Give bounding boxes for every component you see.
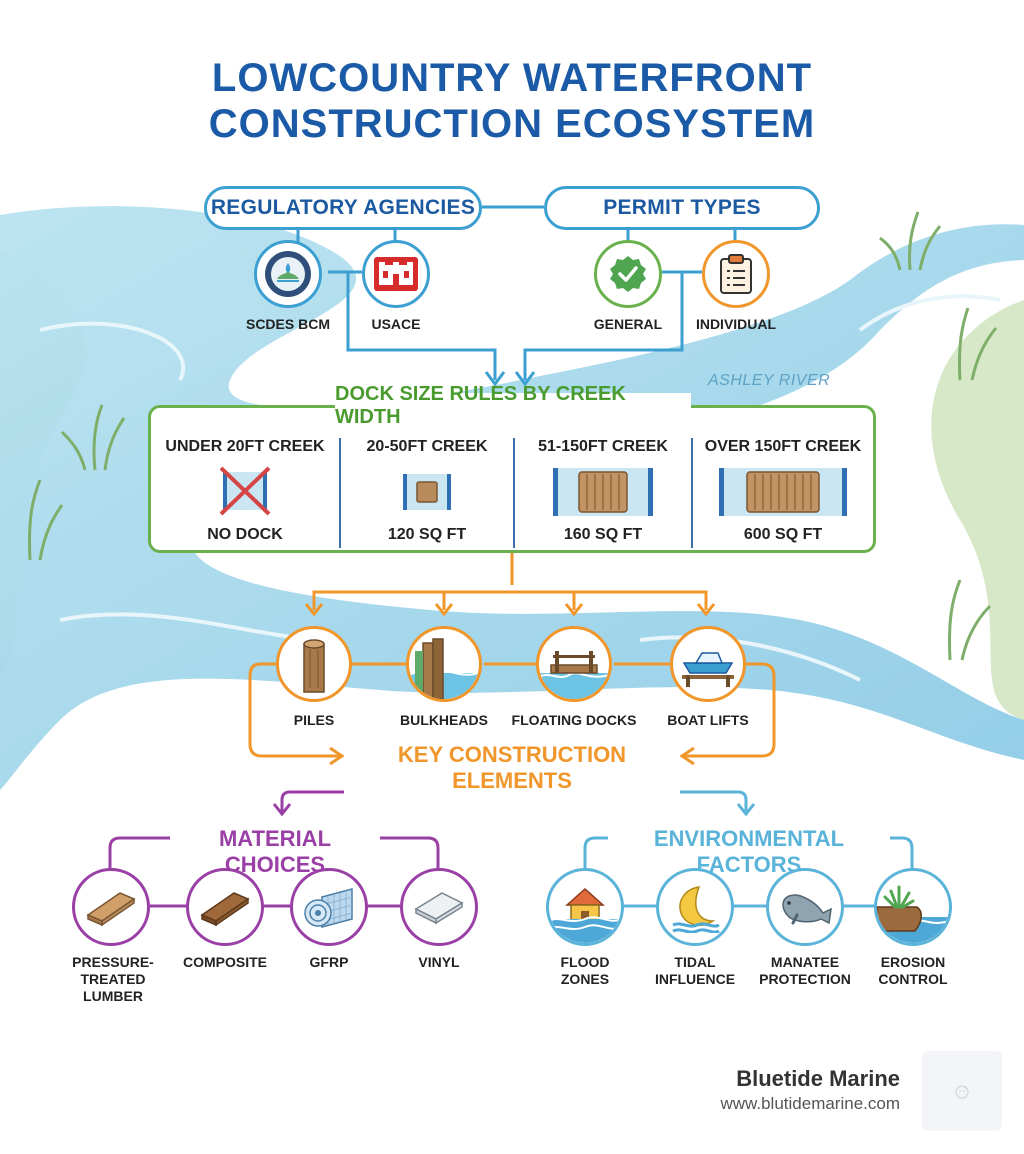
piles-label: PILES [293, 712, 335, 728]
flood-house-icon [549, 887, 621, 943]
dock-col-under-20: UNDER 20FT CREEK NO DOCK [151, 408, 339, 556]
dock-rules-title: DOCK SIZE RULES BY CREEK WIDTH [335, 383, 691, 428]
lumber-icon [86, 892, 136, 927]
dock-divider [339, 438, 341, 548]
dock-col-over-150: OVER 150FT CREEK 600 SQ FT [693, 408, 873, 556]
floating-docks-label: FLOATING DOCKS [511, 712, 637, 728]
flood-zones-circle [546, 868, 624, 946]
brand-logo [922, 1051, 1002, 1131]
tidal-influence-circle [656, 868, 734, 946]
erosion-control-label: EROSION CONTROL [862, 954, 964, 988]
gfrp-label: GFRP [309, 954, 349, 970]
dock-size: NO DOCK [207, 526, 283, 543]
castle-icon [374, 257, 418, 291]
individual-permit-circle [702, 240, 770, 308]
composite-label: COMPOSITE [182, 954, 267, 970]
title-line-2: CONSTRUCTION ECOSYSTEM [208, 102, 816, 146]
individual-label: INDIVIDUAL [695, 316, 777, 332]
flood-zones-line1: FLOOD [560, 954, 610, 970]
brand-logo-icon [955, 1085, 969, 1099]
boat-lifts-label: BOAT LIFTS [667, 712, 749, 728]
vinyl-sheet-icon [414, 892, 464, 925]
dock-col-head: UNDER 20FT CREEK [165, 438, 325, 455]
gfrp-circle [290, 868, 368, 946]
vinyl-circle [400, 868, 478, 946]
moon-icon [672, 886, 720, 933]
composite-circle [186, 868, 264, 946]
environmental-title: ENVIRONMENTAL FACTORS [608, 826, 890, 878]
lumber-label: PRESSURE-TREATED LUMBER [40, 954, 186, 1005]
small-dock-icon [403, 474, 451, 510]
lumber-label-line1: PRESSURE-TREATED [72, 954, 154, 987]
manatee-protection-label: MANATEE PROTECTION [752, 954, 858, 988]
usace-label: USACE [371, 316, 421, 332]
lumber-circle [72, 868, 150, 946]
state-seal-icon [265, 251, 311, 297]
floating-dock-icon [539, 651, 609, 699]
general-label: GENERAL [593, 316, 663, 332]
medium-dock-icon [553, 468, 653, 516]
pile-icon [303, 639, 325, 693]
piles-circle [276, 626, 352, 702]
dock-size: 600 SQ FT [743, 526, 823, 543]
dock-divider [513, 438, 515, 548]
dock-divider [691, 438, 693, 548]
brand-url[interactable]: www.blutidemarine.com [720, 1094, 900, 1113]
bulkhead-icon [409, 638, 479, 699]
bulkheads-label: BULKHEADS [400, 712, 488, 728]
erosion-control-line2: CONTROL [878, 971, 948, 987]
bulkheads-circle [406, 626, 482, 702]
dock-col-head: 20-50FT CREEK [366, 438, 488, 455]
dock-col-20-50: 20-50FT CREEK 120 SQ FT [341, 408, 513, 556]
brand-name: Bluetide Marine [736, 1066, 900, 1091]
dock-col-head: OVER 150FT CREEK [704, 438, 862, 455]
boat-lifts-circle [670, 626, 746, 702]
dock-rules-box: UNDER 20FT CREEK NO DOCK 20-50FT CREEK 1… [148, 405, 876, 553]
erosion-icon [877, 885, 949, 943]
gfrp-roll-icon [304, 888, 353, 928]
brand-block: Bluetide Marine www.blutidemarine.com [720, 1066, 900, 1114]
large-dock-icon [719, 468, 847, 516]
usace-circle [362, 240, 430, 308]
manatee-protection-circle [766, 868, 844, 946]
scdes-bcm-label: SCDES BCM [245, 316, 330, 332]
erosion-control-circle [874, 868, 952, 946]
regulatory-agencies-pill: REGULATORY AGENCIES [204, 186, 482, 230]
floating-docks-circle [536, 626, 612, 702]
permit-types-pill: PERMIT TYPES [544, 186, 820, 230]
dock-size: 120 SQ FT [387, 526, 467, 543]
dock-size: 160 SQ FT [563, 526, 643, 543]
erosion-control-line1: EROSION [880, 954, 946, 970]
lumber-label-line2: LUMBER [83, 988, 143, 1004]
boat-lift-icon [682, 652, 734, 687]
river-label: ASHLEY RIVER [708, 372, 831, 389]
tidal-influence-label: TIDAL INFLUENCE [646, 954, 744, 988]
dock-col-51-150: 51-150FT CREEK 160 SQ FT [515, 408, 691, 556]
check-badge-icon [610, 256, 646, 292]
clipboard-icon [720, 254, 752, 294]
manatee-icon [782, 894, 832, 925]
tidal-influence-line2: INFLUENCE [654, 971, 736, 987]
tidal-influence-line1: TIDAL [674, 954, 716, 970]
manatee-protection-line1: MANATEE [770, 954, 840, 970]
title-line-1: LOWCOUNTRY WATERFRONT [211, 56, 813, 100]
composite-board-icon [200, 892, 250, 927]
general-permit-circle [594, 240, 662, 308]
materials-title: MATERIAL CHOICES [172, 826, 378, 878]
no-dock-icon [219, 466, 271, 516]
manatee-protection-line2: PROTECTION [759, 971, 851, 987]
construction-title: KEY CONSTRUCTION ELEMENTS [344, 742, 680, 794]
vinyl-label: VINYL [418, 954, 460, 970]
flood-zones-line2: ZONES [560, 971, 610, 987]
flood-zones-label: FLOOD ZONES [546, 954, 624, 988]
dock-col-head: 51-150FT CREEK [538, 438, 668, 455]
scdes-bcm-circle [254, 240, 322, 308]
